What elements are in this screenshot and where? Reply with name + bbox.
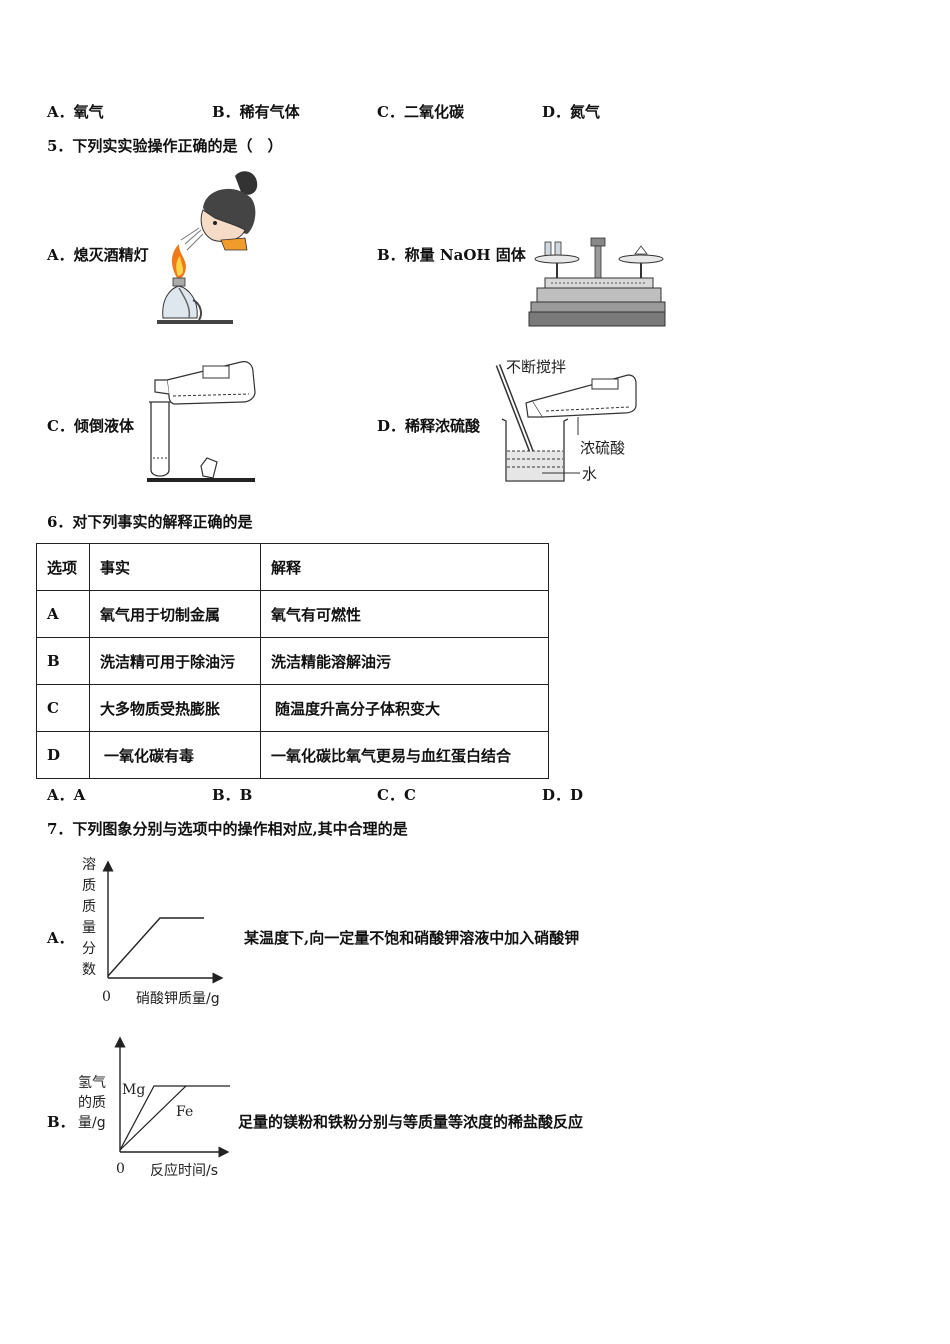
blowing-out-alcohol-lamp-illustration: [157, 171, 258, 324]
graph-a-ylabel: 溶 质 质 量 分 数: [82, 857, 96, 978]
q7-option-a-letter: A．: [47, 929, 74, 947]
row-label: B: [36, 637, 90, 685]
q6-option-a: A．A: [47, 786, 86, 804]
row-fact: 洗洁精可用于除油污: [89, 637, 261, 685]
graph-b-series-mg: Mg: [122, 1082, 145, 1098]
table-row: A 氧气用于切制金属 氧气有可燃性: [36, 590, 549, 638]
q7-option-a-text: 某温度下,向一定量不饱和硝酸钾溶液中加入硝酸钾: [244, 929, 580, 947]
row-label: C: [36, 684, 90, 732]
svg-text:氢气: 氢气: [78, 1075, 106, 1091]
row-label: A: [36, 590, 90, 638]
q7-stem: 7．下列图象分别与选项中的操作相对应,其中合理的是: [47, 820, 408, 838]
row-explanation: 氧气有可燃性: [260, 590, 549, 638]
graph-a-curve: [107, 917, 204, 977]
graph-b-series-fe: Fe: [176, 1104, 193, 1120]
row-explanation: 随温度升高分子体积变大: [260, 684, 549, 732]
header-fact: 事实: [89, 543, 261, 591]
diluting-sulfuric-acid-illustration: 不断搅拌 浓硫酸 水: [495, 358, 637, 483]
graph-b-origin: 0: [116, 1161, 125, 1177]
q7-option-b-letter: B．: [47, 1113, 75, 1131]
header-explanation: 解释: [260, 543, 549, 591]
row-explanation: 洗洁精能溶解油污: [260, 637, 549, 685]
svg-text:的质: 的质: [78, 1095, 106, 1111]
q5-stem: 5．下列实实验操作正确的是（ ）: [47, 137, 283, 155]
q4-option-a: A．氧气: [47, 103, 104, 121]
graph-b-curve-mg: [119, 1085, 186, 1151]
pouring-liquid-illustration: [147, 361, 256, 482]
q6-option-d: D．D: [542, 786, 584, 804]
svg-text:数: 数: [82, 962, 96, 978]
q6-stem: 6．对下列事实的解释正确的是: [47, 513, 253, 531]
svg-text:质: 质: [82, 899, 96, 915]
graph-a-origin: 0: [102, 989, 111, 1005]
row-fact: 一氧化碳有毒: [89, 731, 261, 779]
table-row: C 大多物质受热膨胀 随温度升高分子体积变大: [36, 684, 549, 732]
q6-option-b: B．B: [212, 786, 253, 804]
graph-a-xlabel: 硝酸钾质量/g: [136, 991, 220, 1007]
row-label: D: [36, 731, 90, 779]
header-option: 选项: [36, 543, 90, 591]
table-row: D 一氧化碳有毒 一氧化碳比氧气更易与血红蛋白结合: [36, 731, 549, 779]
svg-text:溶: 溶: [82, 857, 96, 873]
q5-option-d: D．稀释浓硫酸: [377, 417, 481, 435]
svg-text:质: 质: [82, 878, 96, 894]
label-water: 水: [582, 465, 597, 483]
row-fact: 氧气用于切制金属: [89, 590, 261, 638]
q4-option-b: B．稀有气体: [212, 103, 300, 121]
q5-option-b: B．称量 NaOH 固体: [377, 246, 526, 264]
q6-table: 选项 事实 解释 A 氧气用于切制金属 氧气有可燃性 B 洗洁精可用于除油污 洗…: [36, 543, 549, 779]
graph-b-ylabel: 氢气 的质 量/g: [78, 1075, 106, 1131]
q7-option-b-text: 足量的镁粉和铁粉分别与等质量等浓度的稀盐酸反应: [238, 1113, 584, 1131]
q5-option-a: A．熄灭酒精灯: [47, 246, 149, 264]
table-row: B 洗洁精可用于除油污 洗洁精能溶解油污: [36, 637, 549, 685]
label-concentrated-acid: 浓硫酸: [580, 439, 625, 457]
table-header-row: 选项 事实 解释: [36, 543, 549, 591]
q4-option-d: D．氮气: [542, 103, 601, 121]
q4-option-c: C．二氧化碳: [377, 103, 464, 121]
graph-a: 溶 质 质 量 分 数 0 硝酸钾质量/g: [82, 857, 224, 1007]
row-fact: 大多物质受热膨胀: [89, 684, 261, 732]
q6-option-c: C．C: [377, 786, 416, 804]
row-explanation: 一氧化碳比氧气更易与血红蛋白结合: [260, 731, 549, 779]
svg-text:分: 分: [82, 941, 96, 957]
svg-text:量: 量: [82, 920, 96, 936]
graph-b-xlabel: 反应时间/s: [150, 1162, 218, 1179]
balance-scale-illustration: [528, 237, 666, 327]
graph-b: Mg Fe 氢气 的质 量/g 0 反应时间/s: [78, 1036, 230, 1179]
svg-text:量/g: 量/g: [78, 1115, 106, 1131]
q5-option-c: C．倾倒液体: [47, 417, 134, 435]
label-stir: 不断搅拌: [506, 358, 566, 376]
